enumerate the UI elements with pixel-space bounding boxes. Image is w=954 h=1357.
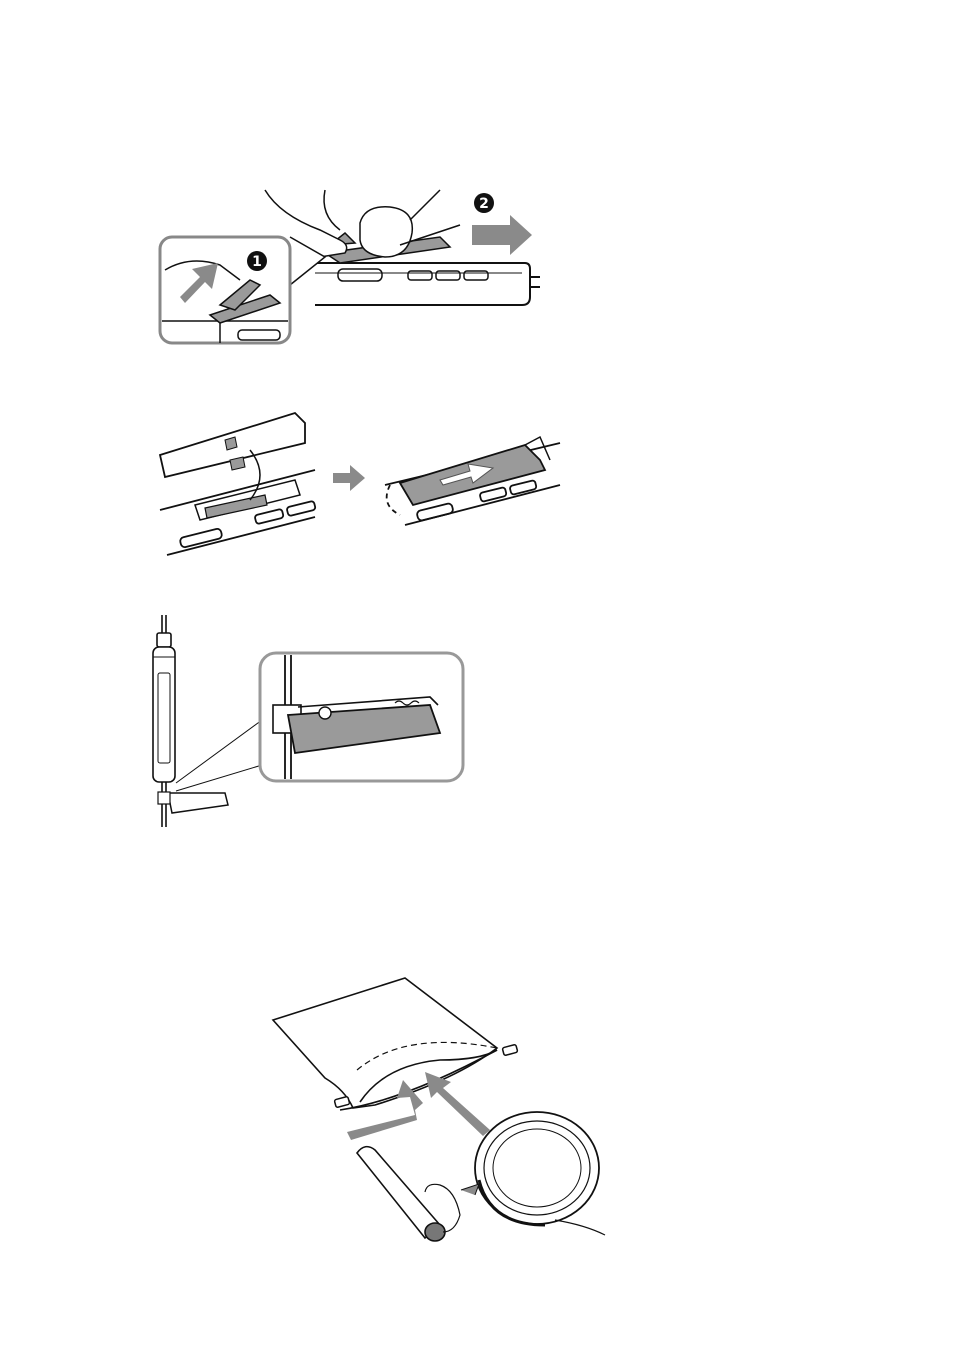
pouch — [273, 978, 497, 1110]
remote-body — [160, 470, 316, 555]
step-badge-1: 1 — [247, 251, 267, 271]
svg-text:2: 2 — [479, 196, 489, 212]
remote-control — [153, 633, 175, 782]
remote-control — [357, 1147, 460, 1241]
figure-clip-removal: 2 1 — [150, 185, 550, 350]
zoom-inset — [260, 653, 463, 781]
step-badge-2: 2 — [474, 193, 494, 213]
figure-carrying-pouch — [265, 970, 610, 1250]
zoom-inset — [160, 237, 325, 343]
arrow-right-icon — [472, 215, 532, 255]
player-body — [315, 263, 540, 305]
figure-clip-attach — [155, 405, 565, 565]
figure-remote-clip — [140, 615, 470, 830]
arrow-right-icon — [333, 465, 365, 491]
svg-text:1: 1 — [252, 254, 262, 270]
clip-icon — [160, 413, 305, 500]
clip-icon — [158, 792, 228, 813]
